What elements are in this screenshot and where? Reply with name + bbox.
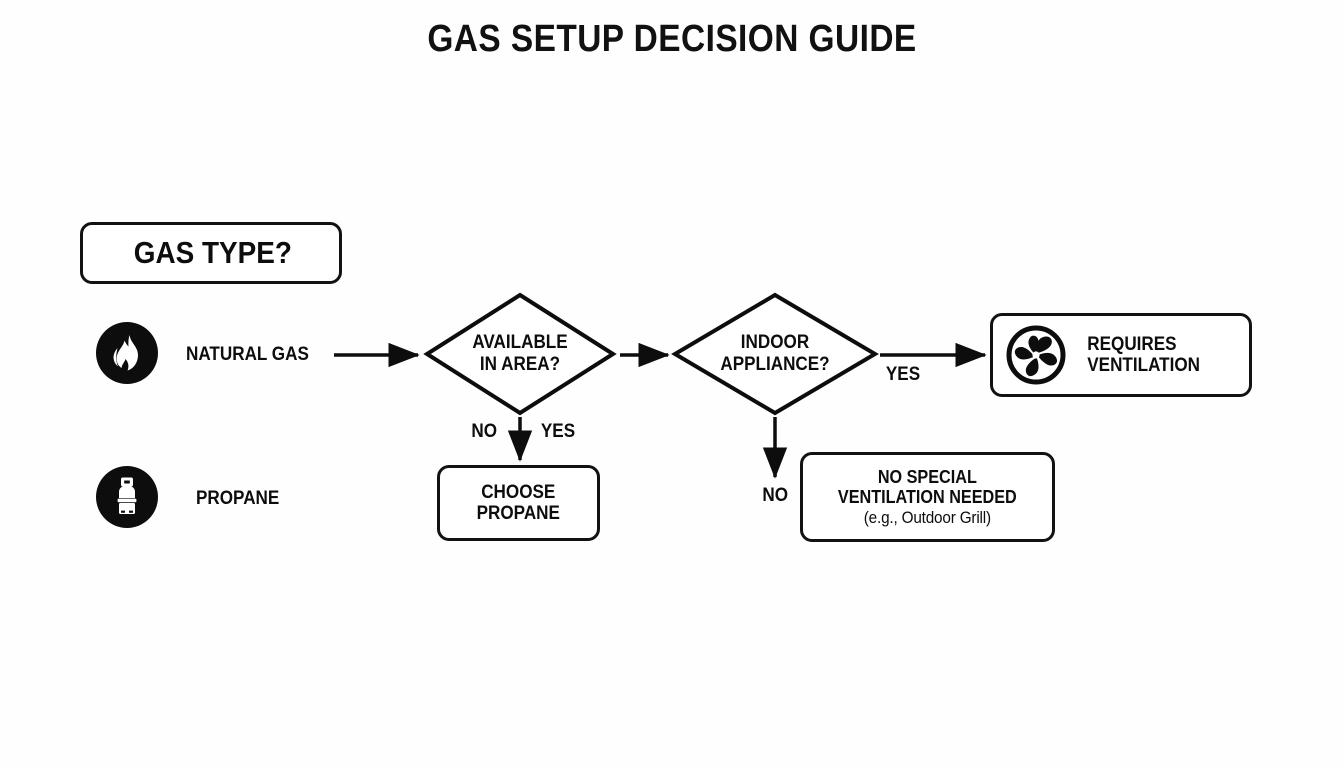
outcome-no-special-ventilation[interactable]: NO SPECIAL VENTILATION NEEDED (e.g., Out…: [800, 452, 1055, 542]
page-title: GAS SETUP DECISION GUIDE: [427, 18, 917, 60]
choose-propane-line1: CHOOSE: [481, 481, 556, 503]
legend-label-propane: PROPANE: [196, 488, 280, 509]
no-special-ventilation-label: NO SPECIAL VENTILATION NEEDED (e.g., Out…: [838, 467, 1017, 527]
flame-icon: [96, 322, 158, 384]
decision-indoor-line1: INDOOR: [740, 332, 810, 354]
outcome-choose-propane[interactable]: CHOOSE PROPANE: [437, 465, 600, 541]
choose-propane-label: CHOOSE PROPANE: [477, 482, 560, 525]
choose-propane-line2: PROPANE: [476, 503, 561, 524]
gas-type-label: GAS TYPE?: [133, 234, 292, 270]
decision-available-label: AVAILABLE IN AREA?: [434, 292, 607, 416]
edge-label-indoor-no: NO: [762, 485, 789, 506]
decision-available-in-area[interactable]: AVAILABLE IN AREA?: [423, 292, 617, 416]
decision-indoor-label: INDOOR APPLIANCE?: [682, 292, 867, 416]
propane-tank-icon: [96, 466, 158, 528]
requires-ventilation-line1: REQUIRES: [1087, 333, 1177, 355]
decision-indoor-line2: APPLIANCE?: [720, 354, 830, 375]
decision-indoor-appliance[interactable]: INDOOR APPLIANCE?: [671, 292, 879, 416]
legend-label-natural-gas: NATURAL GAS: [186, 344, 309, 365]
outcome-requires-ventilation[interactable]: REQUIRES VENTILATION: [990, 313, 1252, 397]
no-special-ventilation-line1: NO SPECIAL: [877, 466, 977, 487]
gas-type-header-box[interactable]: GAS TYPE?: [80, 222, 342, 284]
decision-available-line1: AVAILABLE: [472, 332, 568, 354]
no-special-ventilation-line2: VENTILATION NEEDED: [838, 486, 1017, 507]
requires-ventilation-line2: VENTILATION: [1087, 355, 1201, 376]
fan-icon: [1005, 324, 1067, 386]
no-special-ventilation-line3: (e.g., Outdoor Grill): [863, 508, 992, 528]
edge-label-indoor-yes: YES: [885, 364, 921, 385]
edge-label-available-no: NO: [471, 421, 498, 442]
edge-label-available-yes: YES: [540, 421, 576, 442]
requires-ventilation-label: REQUIRES VENTILATION: [1087, 334, 1200, 377]
decision-available-line2: IN AREA?: [479, 354, 561, 375]
